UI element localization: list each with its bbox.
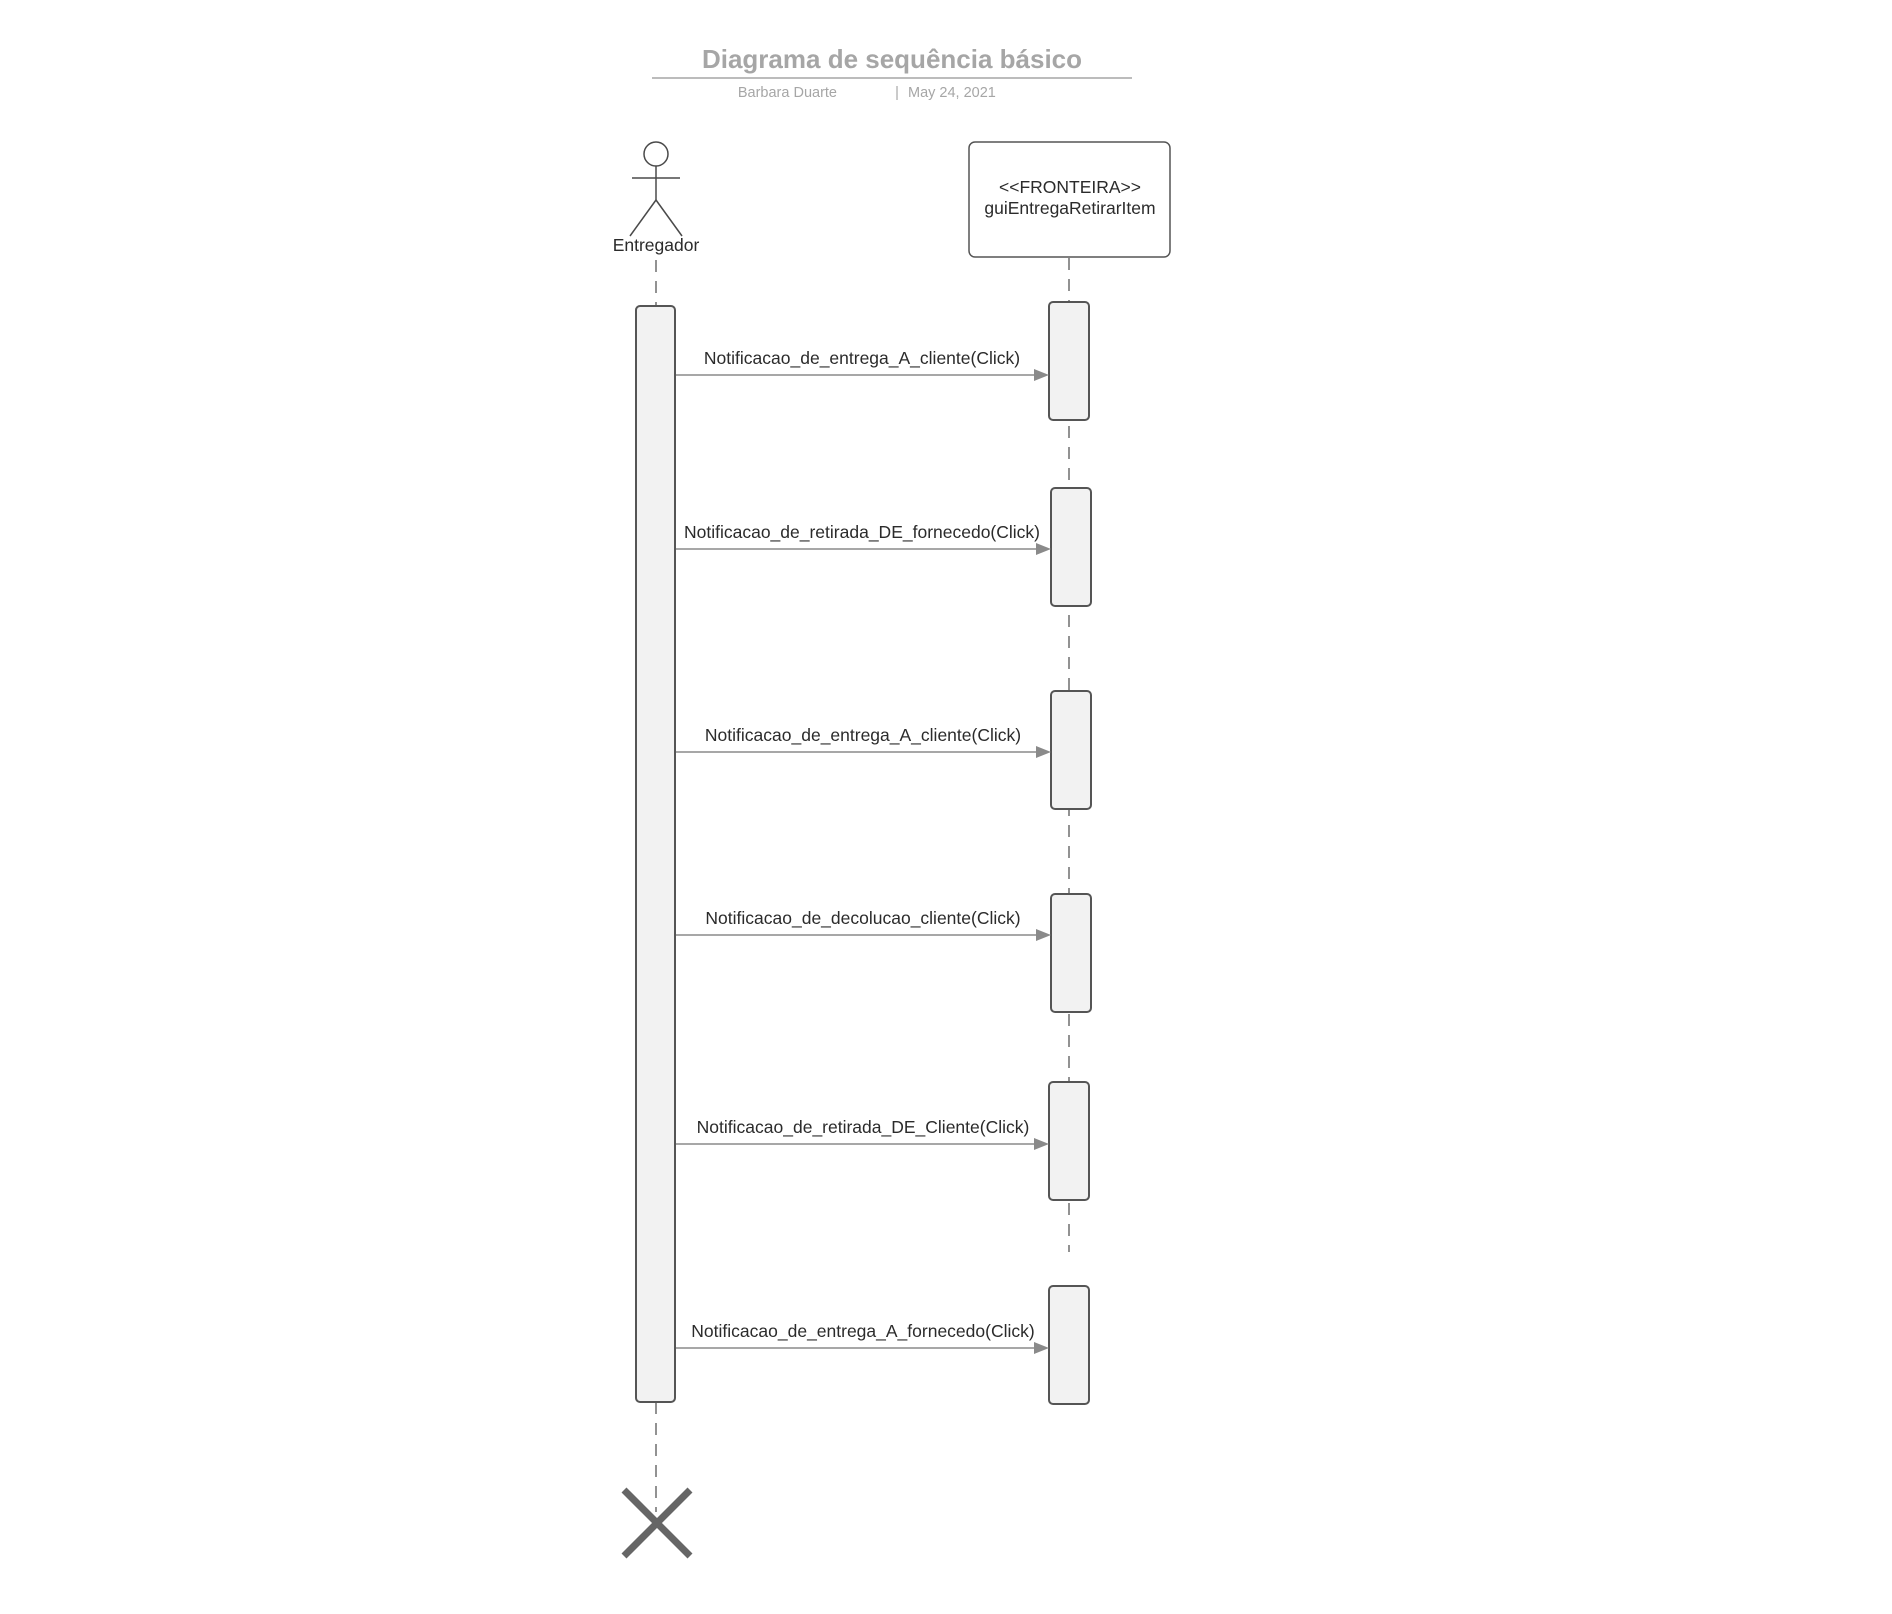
message-label: Notificacao_de_entrega_A_cliente(Click) [704, 348, 1020, 369]
actor-figure-icon [629, 141, 683, 237]
actor-name: Entregador [613, 235, 700, 255]
message-label: Notificacao_de_retirada_DE_Cliente(Click… [697, 1117, 1030, 1138]
boundary-activation-bar [1048, 1285, 1090, 1405]
boundary-activations [1048, 301, 1092, 1405]
message-arrowhead-icon [1034, 1342, 1049, 1354]
boundary-box [968, 141, 1171, 258]
boundary-activation-bar [1050, 487, 1092, 607]
message-arrowhead-icon [1034, 1138, 1049, 1150]
boundary-activation-bar [1048, 1081, 1090, 1201]
message: Notificacao_de_entrega_A_cliente(Click) [676, 725, 1051, 758]
message-arrowhead-icon [1034, 369, 1049, 381]
message-label: Notificacao_de_entrega_A_fornecedo(Click… [691, 1321, 1034, 1342]
diagram-author: Barbara Duarte [738, 85, 837, 101]
diagram-title: Diagrama de sequência básico [702, 44, 1082, 74]
header-separator: | [895, 85, 899, 101]
message-label: Notificacao_de_entrega_A_cliente(Click) [705, 725, 1021, 746]
message-arrowhead-icon [1036, 543, 1051, 555]
destroy-x-icon [621, 1487, 693, 1559]
diagram-date: May 24, 2021 [908, 85, 996, 101]
actor-activation-bar [635, 305, 676, 1403]
message: Notificacao_de_entrega_A_fornecedo(Click… [676, 1321, 1049, 1354]
boundary-stereotype: <<FRONTEIRA>> [999, 177, 1141, 197]
message: Notificacao_de_entrega_A_cliente(Click) [676, 348, 1049, 381]
boundary-activation-bar [1050, 690, 1092, 810]
message: Notificacao_de_retirada_DE_Cliente(Click… [676, 1117, 1049, 1150]
message-label: Notificacao_de_retirada_DE_fornecedo(Cli… [684, 522, 1040, 543]
boundary-activation-bar [1048, 301, 1090, 421]
boundary-name: guiEntregaRetirarItem [984, 198, 1155, 218]
message-arrowhead-icon [1036, 746, 1051, 758]
message-label: Notificacao_de_decolucao_cliente(Click) [705, 908, 1020, 929]
message-arrowhead-icon [1036, 929, 1051, 941]
boundary-activation-bar [1050, 893, 1092, 1013]
message: Notificacao_de_decolucao_cliente(Click) [676, 908, 1051, 941]
message: Notificacao_de_retirada_DE_fornecedo(Cli… [676, 522, 1051, 555]
